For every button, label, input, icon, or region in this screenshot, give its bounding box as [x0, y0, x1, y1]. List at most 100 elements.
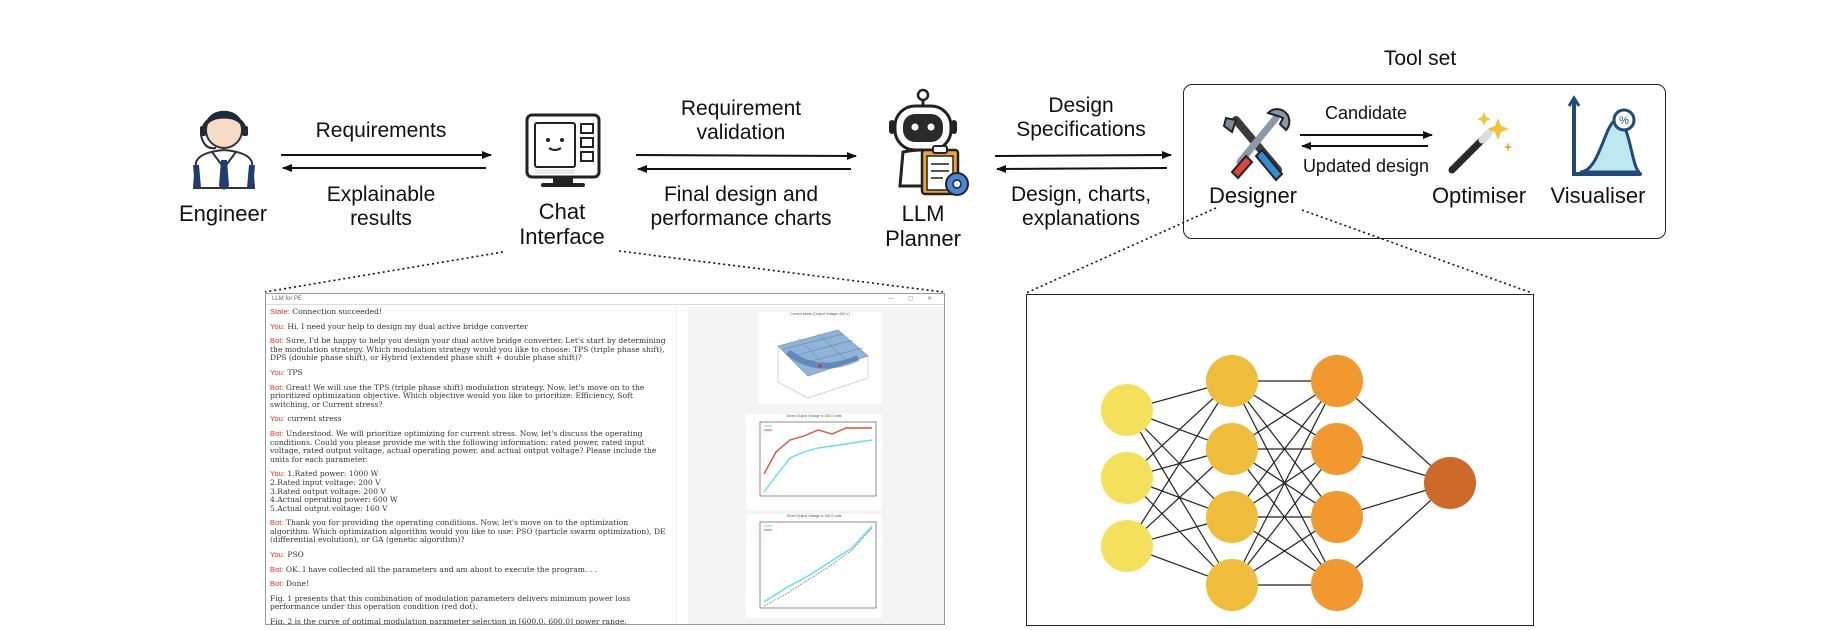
chat-message: Bot: Sure, I'd be happy to help you desi…: [270, 336, 670, 363]
nn-connection: [1231, 448, 1338, 586]
neural-network-graphic: [1101, 355, 1476, 611]
chat-role: Bot:: [270, 564, 284, 574]
chat-text: PSO: [284, 550, 304, 560]
chat-text: Hi, I need your help to design my dual a…: [284, 321, 528, 331]
chat-role: Bot:: [270, 382, 284, 392]
chat-role: Bot:: [270, 518, 284, 528]
toolset-box: [1183, 84, 1666, 239]
optimiser-label: Optimiser: [1431, 183, 1527, 208]
design-charts-label: Design, charts,explanations: [1010, 183, 1152, 230]
chat-message: Bot: Done!: [270, 579, 670, 589]
chat-message: Fig. 1 presents that this combination of…: [270, 593, 670, 612]
engineer-icon: [192, 110, 256, 190]
arrow-chat-to-planner: [635, 151, 857, 160]
nn-neuron: [1206, 491, 1258, 543]
toolset-title: Tool set: [1383, 47, 1457, 70]
modulation-plot-graphic: [759, 421, 877, 497]
arrow-toolset-to-planner: [996, 164, 1168, 173]
chat-text: Fig. 1 presents that this combination of…: [270, 593, 633, 612]
nn-neuron: [1311, 559, 1363, 611]
chat-text: Done!: [283, 579, 310, 589]
chat-role: State:: [270, 307, 290, 316]
chat-text: Fig. 2 is the curve of optimal modulatio…: [270, 617, 627, 625]
zoom-lines-designer: [1025, 207, 1533, 294]
chat-role: You:: [270, 414, 285, 424]
chat-message: Bot: Great! We will use the TPS (triple …: [270, 382, 670, 410]
voltage-plot-graphic: [759, 521, 877, 609]
bell-curve-chart-icon: %: [1567, 95, 1642, 176]
nn-neuron: [1311, 423, 1363, 475]
chat-role: Bot:: [270, 428, 284, 438]
chat-text: OK. I have collected all the parameters …: [283, 564, 598, 574]
chat-role: You:: [270, 321, 285, 331]
chat-message: Bot: Understood. We will prioritize opti…: [270, 428, 670, 464]
chat-message: You: current stress: [270, 415, 670, 424]
chat-text: Sure, I'd be happy to help you design yo…: [270, 336, 669, 363]
visualiser-label: Visualiser: [1550, 183, 1646, 208]
nn-connection: [1231, 380, 1338, 586]
engineer-label: Engineer: [178, 201, 268, 226]
arrow-planner-to-toolset: [994, 151, 1172, 160]
chat-log: State: Connection succeeded! You: Hi, I n…: [270, 307, 670, 625]
svg-text:%: %: [1619, 115, 1629, 127]
tools-icon: [1222, 108, 1291, 182]
chat-text: Understood. We will prioritize optimizin…: [270, 428, 659, 464]
nn-neuron: [1206, 559, 1258, 611]
nn-neuron: [1101, 520, 1153, 572]
chat-role: You:: [270, 550, 285, 560]
chat-text: current stress: [284, 414, 342, 424]
zoom-lines-chat: [264, 250, 944, 293]
chat-scrollbar[interactable]: [676, 306, 685, 624]
robot-planner-icon: [889, 88, 969, 196]
candidate-label: Candidate: [1324, 103, 1408, 123]
chat-text: Thank you for providing the operating co…: [270, 518, 669, 545]
nn-neuron: [1206, 423, 1258, 475]
chat-message: State: Connection succeeded!: [270, 307, 670, 317]
chat-message: Bot: OK. I have collected all the parame…: [270, 564, 670, 575]
updated-design-label: Updated design: [1302, 156, 1430, 176]
magic-wand-icon: [1448, 112, 1513, 174]
chat-message: You: PSO: [270, 550, 670, 560]
chat-text: Great! We will use the TPS (triple phase…: [270, 382, 647, 409]
surface-plot: Current stress (Output Voltage=160 V): [758, 312, 882, 404]
chat-window: LLM for PE — ▢ ✕ State: Connection succe…: [265, 293, 945, 625]
chat-titlebar: LLM for PE — ▢ ✕: [266, 294, 944, 305]
modulation-plot: Given Output Voltage is 160.0 volts: [746, 414, 882, 510]
chat-role: You:: [270, 469, 285, 479]
nn-connection: [1126, 380, 1233, 547]
nn-neuron: [1424, 457, 1476, 509]
nn-neuron: [1101, 384, 1153, 436]
chat-role: Bot:: [270, 579, 284, 589]
chat-message: Bot: Thank you for providing the operati…: [270, 518, 670, 545]
nn-neuron: [1311, 355, 1363, 407]
designer-label: Designer: [1208, 183, 1298, 208]
window-controls[interactable]: — ▢ ✕: [887, 296, 938, 302]
chat-plots-panel: Current stress (Output Voltage=160 V) Gi…: [688, 306, 944, 624]
chat-message: You: 1.Rated power: 1000 W 2.Rated input…: [270, 469, 670, 513]
chat-text: Connection succeeded!: [289, 307, 383, 316]
voltage-plot: Given Output Voltage is 160.0 volts: [746, 514, 882, 618]
nn-neuron: [1206, 355, 1258, 407]
neural-network-box: [1026, 294, 1534, 626]
requirements-label: Requirements: [315, 119, 447, 142]
chat-message: Fig. 2 is the curve of optimal modulatio…: [270, 617, 670, 625]
chat-role: Bot:: [270, 336, 284, 346]
surface-plot-graphic: [777, 329, 869, 399]
chat-message: You: TPS: [270, 367, 670, 378]
chat-text: TPS: [284, 367, 303, 377]
computer-icon: [525, 113, 601, 187]
nn-connection: [1231, 380, 1338, 518]
chat-message: You: Hi, I need your help to design my d…: [270, 321, 670, 332]
window-title: LLM for PE: [272, 296, 303, 302]
nn-neuron: [1311, 491, 1363, 543]
chat-role: You:: [270, 367, 285, 377]
chat-text: 1.Rated power: 1000 W 2.Rated input volt…: [270, 469, 398, 513]
nn-neuron: [1101, 452, 1153, 504]
